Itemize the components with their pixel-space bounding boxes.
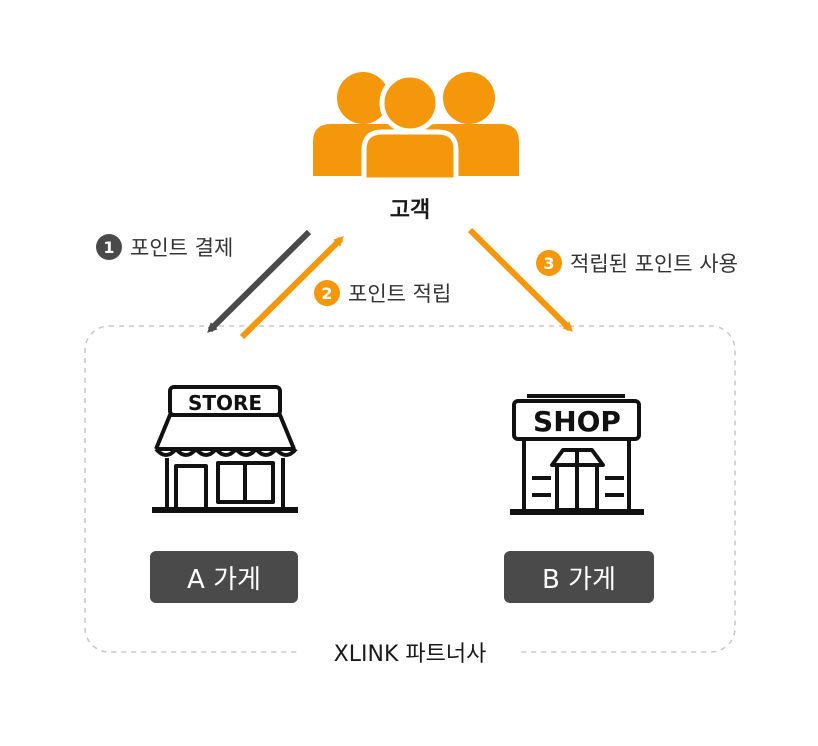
partner-group-border	[84, 325, 736, 653]
arrow-point-earn	[239, 236, 344, 340]
store-a-label: A 가게	[150, 551, 298, 603]
store-a-sign: STORE	[188, 391, 262, 415]
step-number-badge: 2	[314, 280, 340, 306]
step-point-payment: 1 포인트 결제	[96, 232, 233, 262]
customer-label: 고객	[389, 198, 431, 223]
arrow-point-use	[467, 227, 573, 332]
step-label: 적립된 포인트 사용	[570, 252, 738, 276]
arrow-point-payment	[207, 229, 312, 333]
step-number-badge: 3	[536, 250, 562, 276]
step-point-use: 3 적립된 포인트 사용	[536, 248, 738, 278]
step-point-earn: 2 포인트 적립	[314, 278, 451, 308]
step-label: 포인트 적립	[348, 282, 452, 306]
store-b-label: B 가게	[504, 551, 654, 603]
step-label: 포인트 결제	[130, 236, 234, 260]
partner-group-label: XLINK 파트너사	[300, 636, 520, 668]
step-number-badge: 1	[96, 234, 122, 260]
customer-group-icon	[313, 72, 519, 183]
store-a-icon: STORE	[152, 385, 298, 513]
store-b-sign: SHOP	[533, 405, 621, 438]
store-b-icon: SHOP	[510, 394, 644, 515]
